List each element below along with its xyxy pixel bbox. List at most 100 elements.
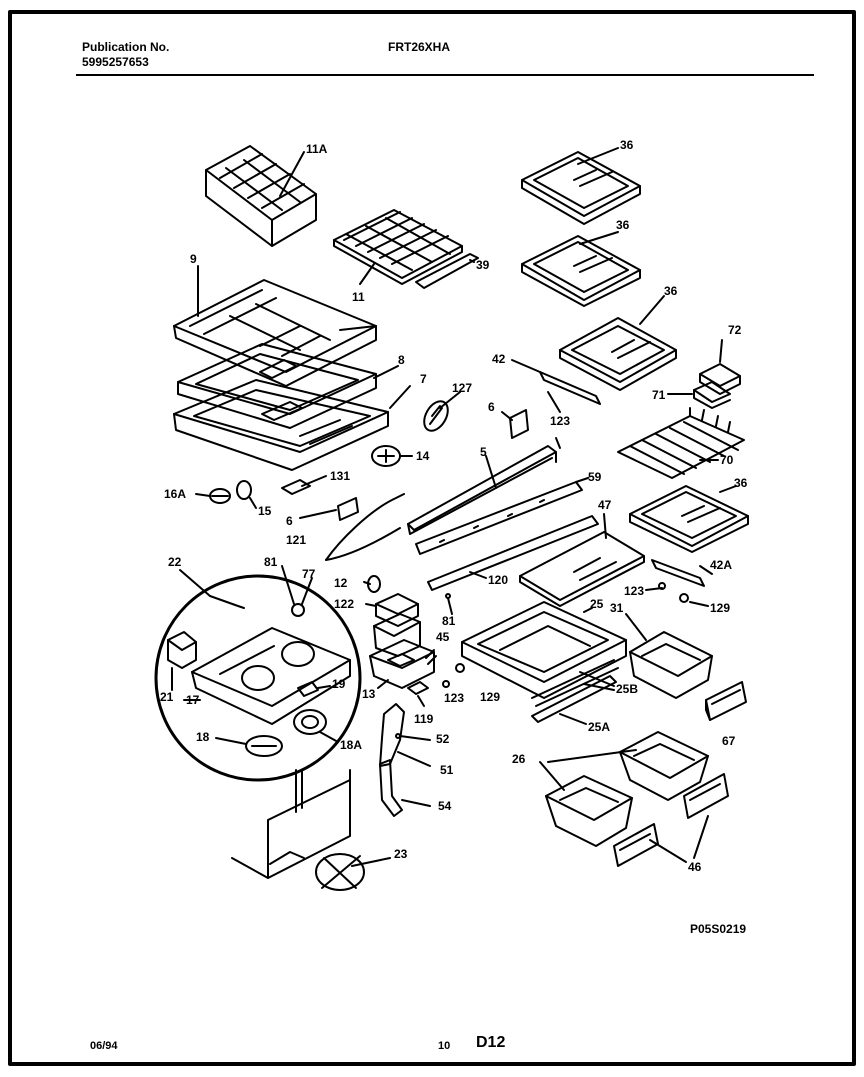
header-rule [76, 74, 814, 76]
label-81: 81 [264, 555, 278, 569]
label-6: 6 [286, 514, 293, 528]
label-25B: 25B [616, 682, 638, 696]
door-46-b [683, 773, 729, 819]
label-36: 36 [664, 284, 678, 298]
shelf-8 [177, 343, 377, 429]
duct-51 [379, 703, 405, 767]
publication-date: 06/94 [90, 1040, 118, 1052]
label-42A: 42A [710, 558, 732, 572]
label-5: 5 [480, 445, 487, 459]
label-123: 123 [624, 584, 644, 598]
shelf-7 [173, 379, 389, 471]
label-36: 36 [616, 218, 630, 232]
label-25: 25 [590, 597, 604, 611]
label-9: 9 [190, 252, 197, 266]
label-129: 129 [480, 690, 500, 704]
label-47: 47 [598, 498, 612, 512]
label-13: 13 [362, 687, 376, 701]
label-22: 22 [168, 555, 182, 569]
part-21 [167, 631, 197, 669]
bin-26-b [619, 731, 709, 801]
label-23: 23 [394, 847, 408, 861]
label-59: 59 [588, 470, 602, 484]
model-number: FRT26XHA [388, 40, 451, 54]
detail-circle [154, 574, 362, 782]
part-18 [245, 735, 283, 757]
label-25A: 25A [588, 720, 610, 734]
label-70: 70 [720, 453, 734, 467]
label-7: 7 [420, 372, 427, 386]
rail-42 [539, 371, 601, 405]
label-12: 12 [334, 576, 348, 590]
label-123: 123 [444, 691, 464, 705]
glass-shelf-36-d [629, 485, 749, 553]
cabinet-base-23 [231, 769, 365, 891]
part-127 [423, 400, 449, 432]
label-11A: 11A [306, 142, 328, 156]
part-16A [209, 488, 231, 504]
label-19: 19 [332, 677, 346, 691]
glass-panel-47 [519, 531, 645, 607]
label-36: 36 [734, 476, 748, 490]
label-54: 54 [438, 799, 452, 813]
label-129: 129 [710, 601, 730, 615]
label-122: 122 [334, 597, 354, 611]
door-67 [705, 681, 747, 721]
part-54 [379, 759, 403, 817]
part-119 [407, 681, 429, 695]
label-36: 36 [620, 138, 634, 152]
bin-31 [629, 631, 713, 699]
glass-shelf-36-a [521, 151, 641, 225]
part-18A [293, 709, 327, 735]
label-21: 21 [160, 690, 174, 704]
housing-13 [369, 613, 435, 689]
section-code: D12 [476, 1034, 506, 1051]
label-77: 77 [302, 567, 316, 581]
glass-shelf-36-b [521, 235, 641, 307]
label-6: 6 [488, 400, 495, 414]
wire-121 [325, 493, 405, 561]
drawing-id: P05S0219 [690, 922, 747, 936]
part-45 [425, 649, 437, 665]
label-71: 71 [652, 388, 666, 402]
label-81: 81 [442, 614, 456, 628]
wire-shelf-70 [617, 407, 745, 479]
rail-25A [531, 675, 617, 723]
label-51: 51 [440, 763, 454, 777]
bin-26-a [545, 775, 633, 847]
rail-59 [415, 481, 583, 555]
part-labels: 11A 36 36 39 11 9 36 8 7 127 72 71 42 6 … [160, 138, 748, 874]
rail-5 [407, 445, 557, 535]
part-122 [375, 593, 419, 627]
label-119: 119 [414, 712, 434, 726]
label-26: 26 [512, 752, 526, 766]
page-number: 10 [438, 1040, 451, 1052]
publication-label: Publication No. [82, 40, 170, 54]
page-border [8, 10, 856, 1066]
rail-120 [427, 515, 599, 591]
label-31: 31 [610, 601, 624, 615]
label-127: 127 [452, 381, 472, 395]
label-11: 11 [352, 290, 365, 304]
label-46: 46 [688, 860, 702, 874]
rails-25B [531, 659, 619, 707]
bracket-6-a [509, 409, 529, 439]
label-18: 18 [196, 730, 210, 744]
label-8: 8 [398, 353, 405, 367]
part-19 [297, 681, 319, 697]
label-14: 14 [416, 449, 430, 463]
freezer-shelf-9 [173, 279, 377, 387]
label-15: 15 [258, 504, 272, 518]
label-52: 52 [436, 732, 450, 746]
part-71 [693, 381, 731, 409]
label-17: 17 [186, 693, 200, 707]
part-22 [209, 595, 245, 609]
label-72: 72 [728, 323, 742, 337]
rail-42A [651, 559, 705, 587]
bracket-6-b [337, 497, 359, 521]
part-131 [281, 479, 311, 495]
label-39: 39 [476, 258, 490, 272]
tray-17 [191, 627, 351, 725]
